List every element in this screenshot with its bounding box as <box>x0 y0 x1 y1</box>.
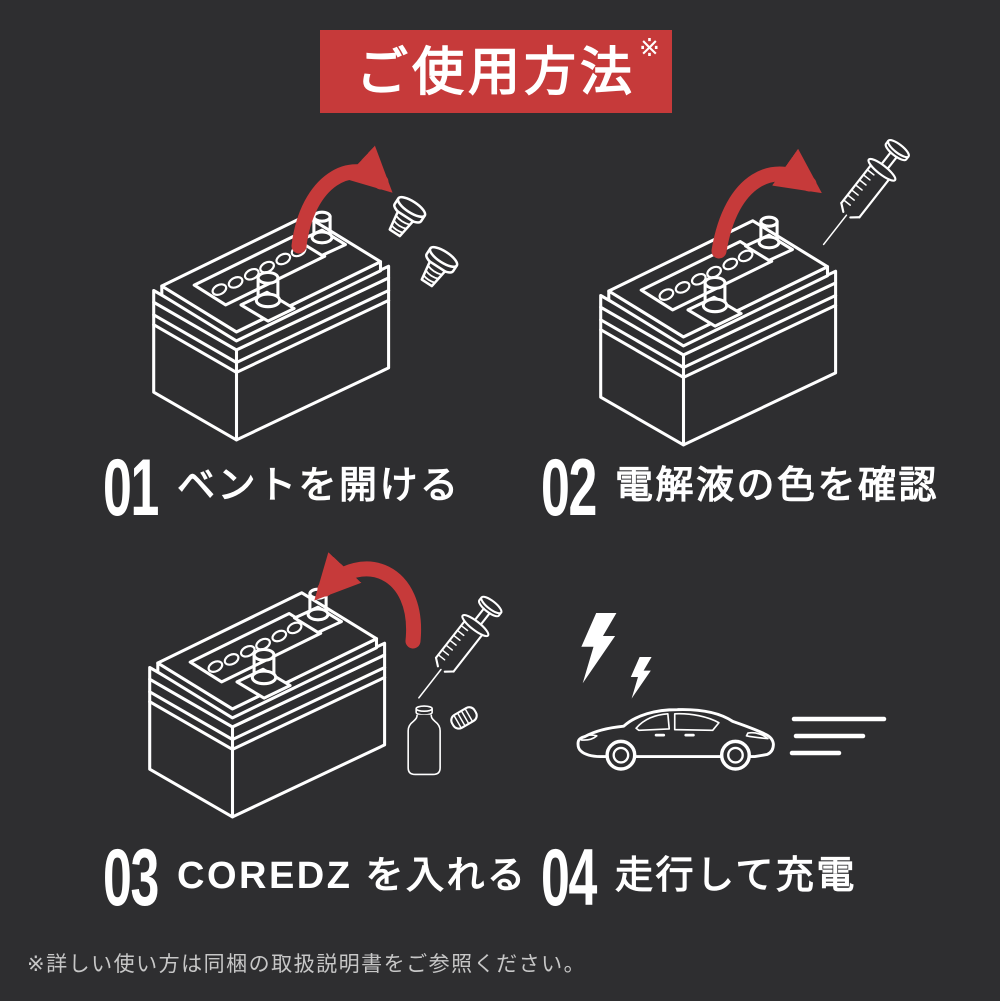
note-mark: ※ <box>639 34 660 62</box>
speed-lines <box>789 716 887 756</box>
footnote: ※詳しい使い方は同梱の取扱説明書をご参照ください。 <box>27 953 587 976</box>
step3-caption: 03 COREDZ を入れる <box>103 833 528 923</box>
step1-label: ベントを開ける <box>177 465 461 507</box>
step4-caption: 04 走行して充電 <box>541 833 857 923</box>
step2-label: 電解液の色を確認 <box>615 465 940 507</box>
step3-number: 03 <box>103 833 159 923</box>
step2-caption: 02 電解液の色を確認 <box>541 443 940 533</box>
step1-illustration <box>152 145 462 442</box>
step1-number: 01 <box>103 443 159 533</box>
red-arrow-icon <box>314 552 422 649</box>
step3-illustration <box>148 552 508 819</box>
red-arrow-icon <box>291 145 393 254</box>
step4-number: 04 <box>541 833 597 923</box>
step1-caption: 01 ベントを開ける <box>103 443 461 533</box>
step2-number: 02 <box>541 443 597 533</box>
step2-illustration <box>599 133 916 447</box>
step4-label: 走行して充電 <box>615 855 857 897</box>
title-banner: ご使用方法 ※ <box>320 30 672 113</box>
step3-label: COREDZ を入れる <box>177 855 528 897</box>
step4-illustration <box>576 613 887 771</box>
red-arrow-icon <box>711 148 822 259</box>
page-title: ご使用方法 <box>355 43 636 102</box>
